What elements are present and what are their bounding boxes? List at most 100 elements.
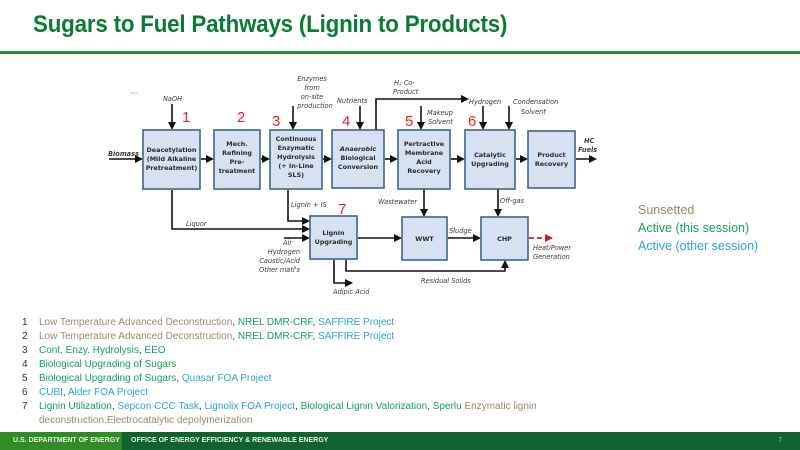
note-number: 2 bbox=[22, 331, 28, 342]
note-number: 5 bbox=[22, 373, 28, 384]
note-number: 3 bbox=[22, 345, 28, 356]
footer-department: U.S. DEPARTMENT OF ENERGY bbox=[0, 432, 122, 450]
project-name: Alder FOA Project bbox=[67, 387, 148, 398]
step-number-1: 1 bbox=[182, 109, 190, 126]
separator: , bbox=[62, 387, 68, 398]
project-name: NREL DMR-CRF bbox=[237, 331, 313, 342]
title-divider bbox=[0, 51, 800, 54]
note-item: 2 Low Temperature Advanced Deconstruction… bbox=[22, 330, 537, 344]
separator: , bbox=[295, 401, 301, 412]
separator: , bbox=[176, 373, 182, 384]
note-item-continuation: deconstruction, Electrocatalytic depolym… bbox=[22, 414, 537, 428]
project-name: Enzymatic lignin bbox=[461, 401, 537, 412]
label-h2-coproduct: H₂ Co-Product bbox=[393, 79, 419, 96]
svg-text:WWT: WWT bbox=[415, 235, 434, 243]
label-offgas: Off-gas bbox=[500, 197, 525, 205]
step-number-7: 7 bbox=[338, 201, 346, 218]
note-text: Cont. Enzy. Hydrolysis, EEO bbox=[39, 344, 166, 358]
status-legend: Sunsetted Active (this session) Active (… bbox=[638, 201, 758, 255]
legend-sunsetted: Sunsetted bbox=[638, 203, 695, 217]
note-text: Low Temperature Advanced Deconstruction,… bbox=[39, 316, 394, 330]
arrow-residual-solids bbox=[345, 260, 509, 272]
step-numbers: 1 2 3 4 5 6 7 bbox=[182, 109, 476, 218]
project-name: Lignolix FOA Project bbox=[204, 401, 296, 412]
footer-office: OFFICE OF ENERGY EFFICIENCY & RENEWABLE … bbox=[131, 437, 329, 444]
project-name: , bbox=[104, 415, 107, 426]
separator: , bbox=[138, 345, 145, 356]
label-adipic-acid: Adipic Acid bbox=[332, 288, 370, 296]
note-item: 6 CUBI, Alder FOA Project bbox=[22, 386, 537, 400]
note-item: 4 Biological Upgrading of Sugars bbox=[22, 358, 537, 372]
project-name: NREL DMR-CRF bbox=[237, 317, 313, 328]
label-nutrients: Nutrients bbox=[337, 97, 368, 105]
note-number: 1 bbox=[22, 317, 28, 328]
page-number: 7 bbox=[778, 437, 782, 444]
flow-arrows bbox=[109, 95, 597, 287]
note-item: 5 Biological Upgrading of Sugars, Quasar … bbox=[22, 372, 537, 386]
project-name: Biological Upgrading of Sugars bbox=[39, 359, 177, 370]
project-name: Electrocatalytic depolymerization bbox=[106, 415, 253, 426]
project-name: Cont. Enzy. Hydrolysis bbox=[39, 345, 139, 356]
project-name: SAFFIRE Project bbox=[318, 331, 395, 342]
project-name: Low Temperature Advanced Deconstruction bbox=[39, 331, 233, 342]
step-number-3: 3 bbox=[272, 113, 280, 130]
footer-bar: U.S. DEPARTMENT OF ENERGY OFFICE OF ENER… bbox=[0, 432, 800, 450]
note-text: CUBI, Alder FOA Project bbox=[39, 386, 148, 400]
note-number: 7 bbox=[22, 401, 28, 412]
separator: , bbox=[232, 317, 238, 328]
slide-title: Sugars to Fuel Pathways (Lignin to Produ… bbox=[33, 11, 508, 38]
note-text: Low Temperature Advanced Deconstruction,… bbox=[39, 330, 394, 344]
project-name: Sepcon CCC Task bbox=[117, 401, 199, 412]
note-text: Biological Upgrading of Sugars bbox=[39, 358, 176, 372]
note-number: 4 bbox=[22, 359, 28, 370]
label-lignin-is: Lignin + IS bbox=[291, 201, 327, 209]
step-number-5: 5 bbox=[405, 113, 413, 130]
project-name: Quasar FOA Project bbox=[181, 373, 272, 384]
label-hydrogen: Hydrogen bbox=[469, 98, 501, 106]
project-name: deconstruction bbox=[39, 415, 105, 426]
separator: , bbox=[232, 331, 238, 342]
project-name: SAFFIRE Project bbox=[318, 317, 395, 328]
project-name: EEO bbox=[144, 345, 166, 356]
note-text: Lignin Utilization, Sepcon CCC Task, Lig… bbox=[39, 400, 537, 414]
project-name: Biological Upgrading of Sugars bbox=[39, 373, 177, 384]
label-liquor: Liquor bbox=[186, 220, 208, 228]
label-naoh: NaOH bbox=[163, 95, 182, 103]
separator: , bbox=[198, 401, 205, 412]
svg-text:CHP: CHP bbox=[497, 235, 512, 243]
legend-active-this-session: Active (this session) bbox=[638, 221, 750, 235]
arrow-adipic-acid bbox=[333, 260, 353, 287]
box-chp: CHP bbox=[480, 216, 529, 261]
label-wastewater: Wastewater bbox=[378, 198, 418, 206]
separator: , bbox=[312, 317, 319, 328]
arrow-liquor bbox=[171, 190, 310, 233]
label-biomass: Biomass bbox=[108, 150, 139, 158]
box-wwt: WWT bbox=[401, 216, 448, 261]
note-number: 6 bbox=[22, 387, 28, 398]
separator: , bbox=[427, 401, 433, 412]
project-name: Biological Lignin Valorization bbox=[300, 401, 428, 412]
step-number-4: 4 bbox=[342, 113, 350, 130]
